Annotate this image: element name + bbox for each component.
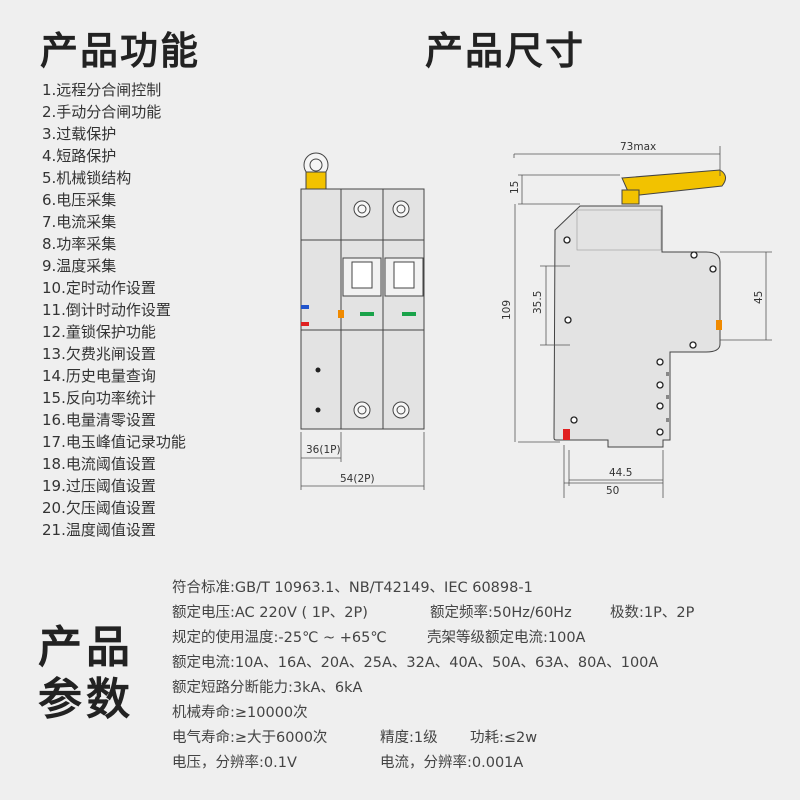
spec-temp-range: 规定的使用温度:-25℃ ~ +65℃	[172, 630, 387, 646]
front-view-drawing: 36(1P) 54(2P)	[300, 152, 425, 490]
spec-breaking-capacity: 额定短路分断能力:3kA、6kA	[172, 680, 363, 696]
spec-current-res: 电流，分辨率:0.001A	[380, 755, 524, 771]
feature-item: 1.远程分合闸控制	[42, 81, 162, 99]
feature-item: 10.定时动作设置	[42, 279, 156, 297]
spec-rated-freq: 额定频率:50Hz/60Hz	[430, 605, 572, 621]
spec-mech-life: 机械寿命:≥10000次	[172, 705, 308, 721]
params-title: 产品 参数	[38, 622, 134, 726]
feature-item: 7.电流采集	[42, 213, 117, 231]
side-body	[553, 205, 721, 448]
spec-accuracy: 精度:1级	[380, 730, 438, 746]
feature-item: 12.童锁保护功能	[42, 323, 156, 341]
feature-item: 15.反向功率统计	[42, 389, 156, 407]
feature-item: 19.过压阈值设置	[42, 477, 156, 495]
params-title-line1: 产品	[38, 622, 134, 673]
feature-list: 1.远程分合闸控制 2.手动分合闸功能 3.过载保护 4.短路保护 5.机械锁结构 6.电…	[42, 79, 186, 541]
side-view-drawing: 73max 15 109 35.5 45 44.5 50	[501, 141, 772, 498]
feature-item: 14.历史电量查询	[42, 367, 156, 385]
feature-item: 21.温度阈值设置	[42, 521, 156, 539]
feature-item: 6.电压采集	[42, 191, 117, 209]
feature-item: 18.电流阈值设置	[42, 455, 156, 473]
feature-item: 3.过载保护	[42, 125, 117, 143]
spec-elec-life: 电气寿命:≥大于6000次	[172, 730, 328, 746]
feature-item: 17.电玉峰值记录功能	[42, 433, 186, 451]
red-indicator	[301, 322, 309, 326]
blue-indicator	[301, 305, 309, 309]
spec-power: 功耗:≤2w	[470, 730, 538, 746]
feature-item: 11.倒计时动作设置	[42, 301, 171, 319]
orange-indicator	[338, 310, 344, 318]
dim-45: 45	[753, 291, 765, 304]
green-indicator-2	[402, 312, 416, 316]
dimensions-title: 产品尺寸	[425, 29, 586, 73]
feature-item: 4.短路保护	[42, 147, 117, 165]
feature-item: 16.电量清零设置	[42, 411, 156, 429]
spec-rated-current: 额定电流:10A、16A、20A、25A、32A、40A、50A、63A、80A…	[172, 655, 659, 671]
feature-item: 9.温度采集	[42, 257, 117, 275]
feature-item: 8.功率采集	[42, 235, 117, 253]
dim-109: 109	[501, 300, 513, 320]
feature-item: 5.机械锁结构	[42, 169, 132, 187]
green-indicator-1	[360, 312, 374, 316]
dim-44-5: 44.5	[609, 467, 632, 479]
spec-frame-current: 壳架等级额定电流:100A	[427, 630, 586, 646]
dim-73max: 73max	[620, 141, 656, 153]
breaker-body	[300, 188, 425, 430]
spec-poles: 极数:1P、2P	[610, 605, 695, 621]
feature-item: 2.手动分合闸功能	[42, 103, 162, 121]
dim-54-2p: 54(2P)	[340, 473, 375, 485]
spec-standard: 符合标准:GB/T 10963.1、NB/T42149、IEC 60898-1	[172, 580, 533, 596]
feature-item: 20.欠压阈值设置	[42, 499, 156, 517]
antenna	[621, 169, 726, 205]
dim-35-5: 35.5	[532, 291, 544, 314]
features-title: 产品功能	[40, 29, 201, 73]
dim-36-1p: 36(1P)	[306, 444, 341, 456]
spec-rated-voltage: 额定电压:AC 220V ( 1P、2P)	[172, 605, 368, 621]
dim-50: 50	[606, 485, 619, 497]
spec-voltage-res: 电压，分辨率:0.1V	[172, 755, 297, 771]
params-title-line2: 参数	[38, 674, 134, 725]
spec-block: 符合标准:GB/T 10963.1、NB/T42149、IEC 60898-1 …	[172, 576, 694, 776]
feature-item: 13.欠费兆闸设置	[42, 345, 156, 363]
dim-15: 15	[509, 181, 521, 194]
